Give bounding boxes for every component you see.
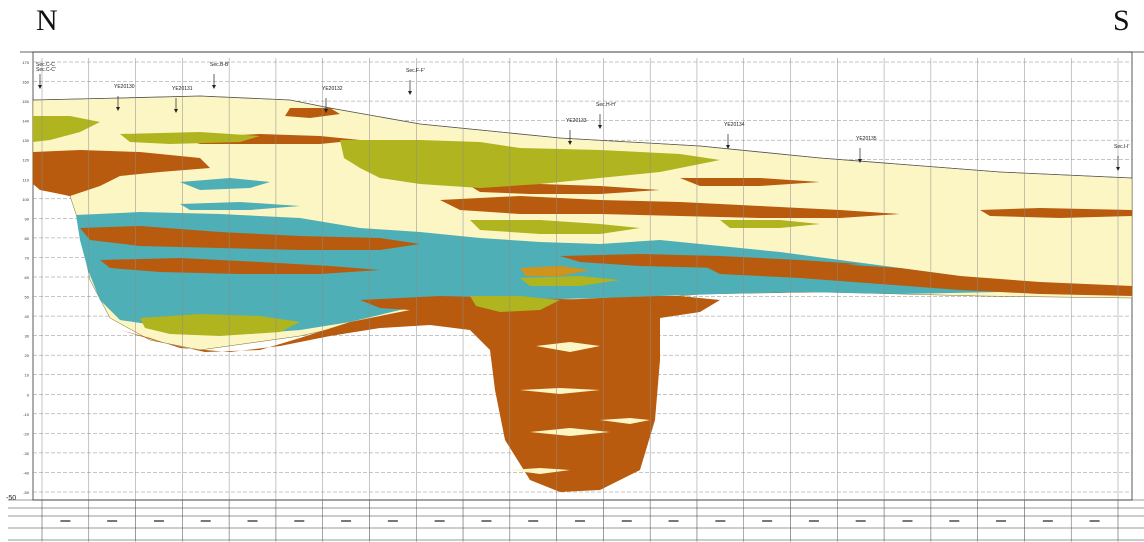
borehole-label-bh-11: Sec.I-I' <box>1114 144 1129 171</box>
elevation-tick-label: 40 <box>25 314 30 319</box>
borehole-label-bh-7: YE20133 <box>566 118 587 145</box>
table-cell-mark <box>247 520 258 522</box>
svg-text:YE20132: YE20132 <box>322 86 343 92</box>
elevation-tick-label: 60 <box>25 275 30 280</box>
table-cell-mark <box>434 520 445 522</box>
elevation-tick-label: 30 <box>25 334 30 339</box>
svg-text:Sec.F-F': Sec.F-F' <box>406 68 425 74</box>
south-label: S <box>1113 4 1130 37</box>
elevation-tick-label: -40 <box>23 470 30 475</box>
elevation-tick-label: -10 <box>23 412 30 417</box>
svg-text:YE20133: YE20133 <box>566 118 587 124</box>
borehole-label-bh-6: Sec.F-F' <box>406 68 425 95</box>
table-cell-mark <box>715 520 726 522</box>
elevation-tick-label: 160 <box>22 80 29 85</box>
table-cell-mark <box>387 520 398 522</box>
elevation-tick-label: 80 <box>25 236 30 241</box>
elevation-tick-label: 120 <box>22 158 29 163</box>
borehole-label-bh-3: YE20131 <box>172 86 193 113</box>
table-cell-mark <box>621 520 632 522</box>
elevation-tick-label: 10 <box>25 373 30 378</box>
olive-lenses <box>33 116 820 336</box>
elevation-tick-label: 170 <box>22 60 29 65</box>
table-cell-mark <box>762 520 773 522</box>
table-cell-mark <box>481 520 492 522</box>
svg-text:Sec.C-C: Sec.C-C <box>36 62 55 68</box>
borehole-label-bh-2: YE20130 <box>114 84 135 111</box>
elevation-tick-label: 130 <box>22 138 29 143</box>
elevation-tick-label: -30 <box>23 451 30 456</box>
ground-surface-line <box>32 95 1133 179</box>
svg-text:Sec.H-H': Sec.H-H' <box>596 102 616 108</box>
table-cell-mark <box>996 520 1007 522</box>
elevation-tick-label: 140 <box>22 119 29 124</box>
borehole-label-bh-9: YE20134 <box>724 122 745 149</box>
elevation-tick-label: -50 <box>23 490 30 495</box>
cream-lenses-trough <box>510 342 650 474</box>
elevation-tick-label: 100 <box>22 197 29 202</box>
svg-text:Sec.B-B': Sec.B-B' <box>210 62 229 68</box>
table-cell-mark <box>575 520 585 522</box>
table-cell-mark <box>528 520 539 522</box>
table-cell-mark <box>294 520 305 522</box>
table-cell-mark <box>1089 520 1100 522</box>
teal-lenses <box>180 178 300 210</box>
svg-text:YE20135: YE20135 <box>856 136 877 142</box>
elevation-tick-label: 70 <box>25 255 30 260</box>
elevation-tick-label: 90 <box>25 216 30 221</box>
bottom-data-table <box>8 499 1144 542</box>
amber-lens <box>520 266 590 276</box>
elevation-tick-label: 110 <box>23 177 30 182</box>
table-cell-mark <box>902 520 913 522</box>
borehole-label-bh-8: Sec.H-H' <box>596 102 616 129</box>
elevation-tick-label: 20 <box>25 353 30 358</box>
svg-text:YE20130: YE20130 <box>114 84 135 90</box>
table-cell-mark <box>855 520 866 522</box>
svg-text:YE20134: YE20134 <box>724 122 745 128</box>
bottom-datum-label: -50 <box>6 495 16 502</box>
table-cell-mark <box>200 520 211 522</box>
borehole-label-bh-4: Sec.B-B' <box>210 62 229 89</box>
elevation-tick-label: 150 <box>22 99 29 104</box>
elevation-tick-label: 50 <box>25 295 30 300</box>
table-cell-mark <box>949 520 960 522</box>
north-label: N <box>36 4 58 37</box>
svg-text:Sec.C-C': Sec.C-C' <box>36 67 56 73</box>
borehole-label-bh-5: YE20132 <box>322 86 343 113</box>
table-cell-mark <box>153 520 164 522</box>
borehole-label-bh-10: YE20135 <box>856 136 877 163</box>
table-cell-mark <box>1042 520 1053 522</box>
table-cell-mark <box>107 520 118 522</box>
svg-text:YE20131: YE20131 <box>172 86 193 92</box>
layer-brown-upper-left <box>33 150 210 196</box>
table-cell-mark <box>668 520 679 522</box>
elevation-tick-label: -20 <box>23 431 30 436</box>
brown-lenses <box>80 108 1132 312</box>
table-cell-mark <box>341 520 352 522</box>
borehole-lines <box>41 58 1119 540</box>
table-cell-mark <box>60 520 71 522</box>
table-cell-mark <box>808 520 819 522</box>
svg-text:Sec.I-I': Sec.I-I' <box>1114 144 1129 150</box>
elevation-axis: 1701601501401301201101009080706050403020… <box>6 60 30 502</box>
elevation-tick-label: 0 <box>27 392 30 397</box>
